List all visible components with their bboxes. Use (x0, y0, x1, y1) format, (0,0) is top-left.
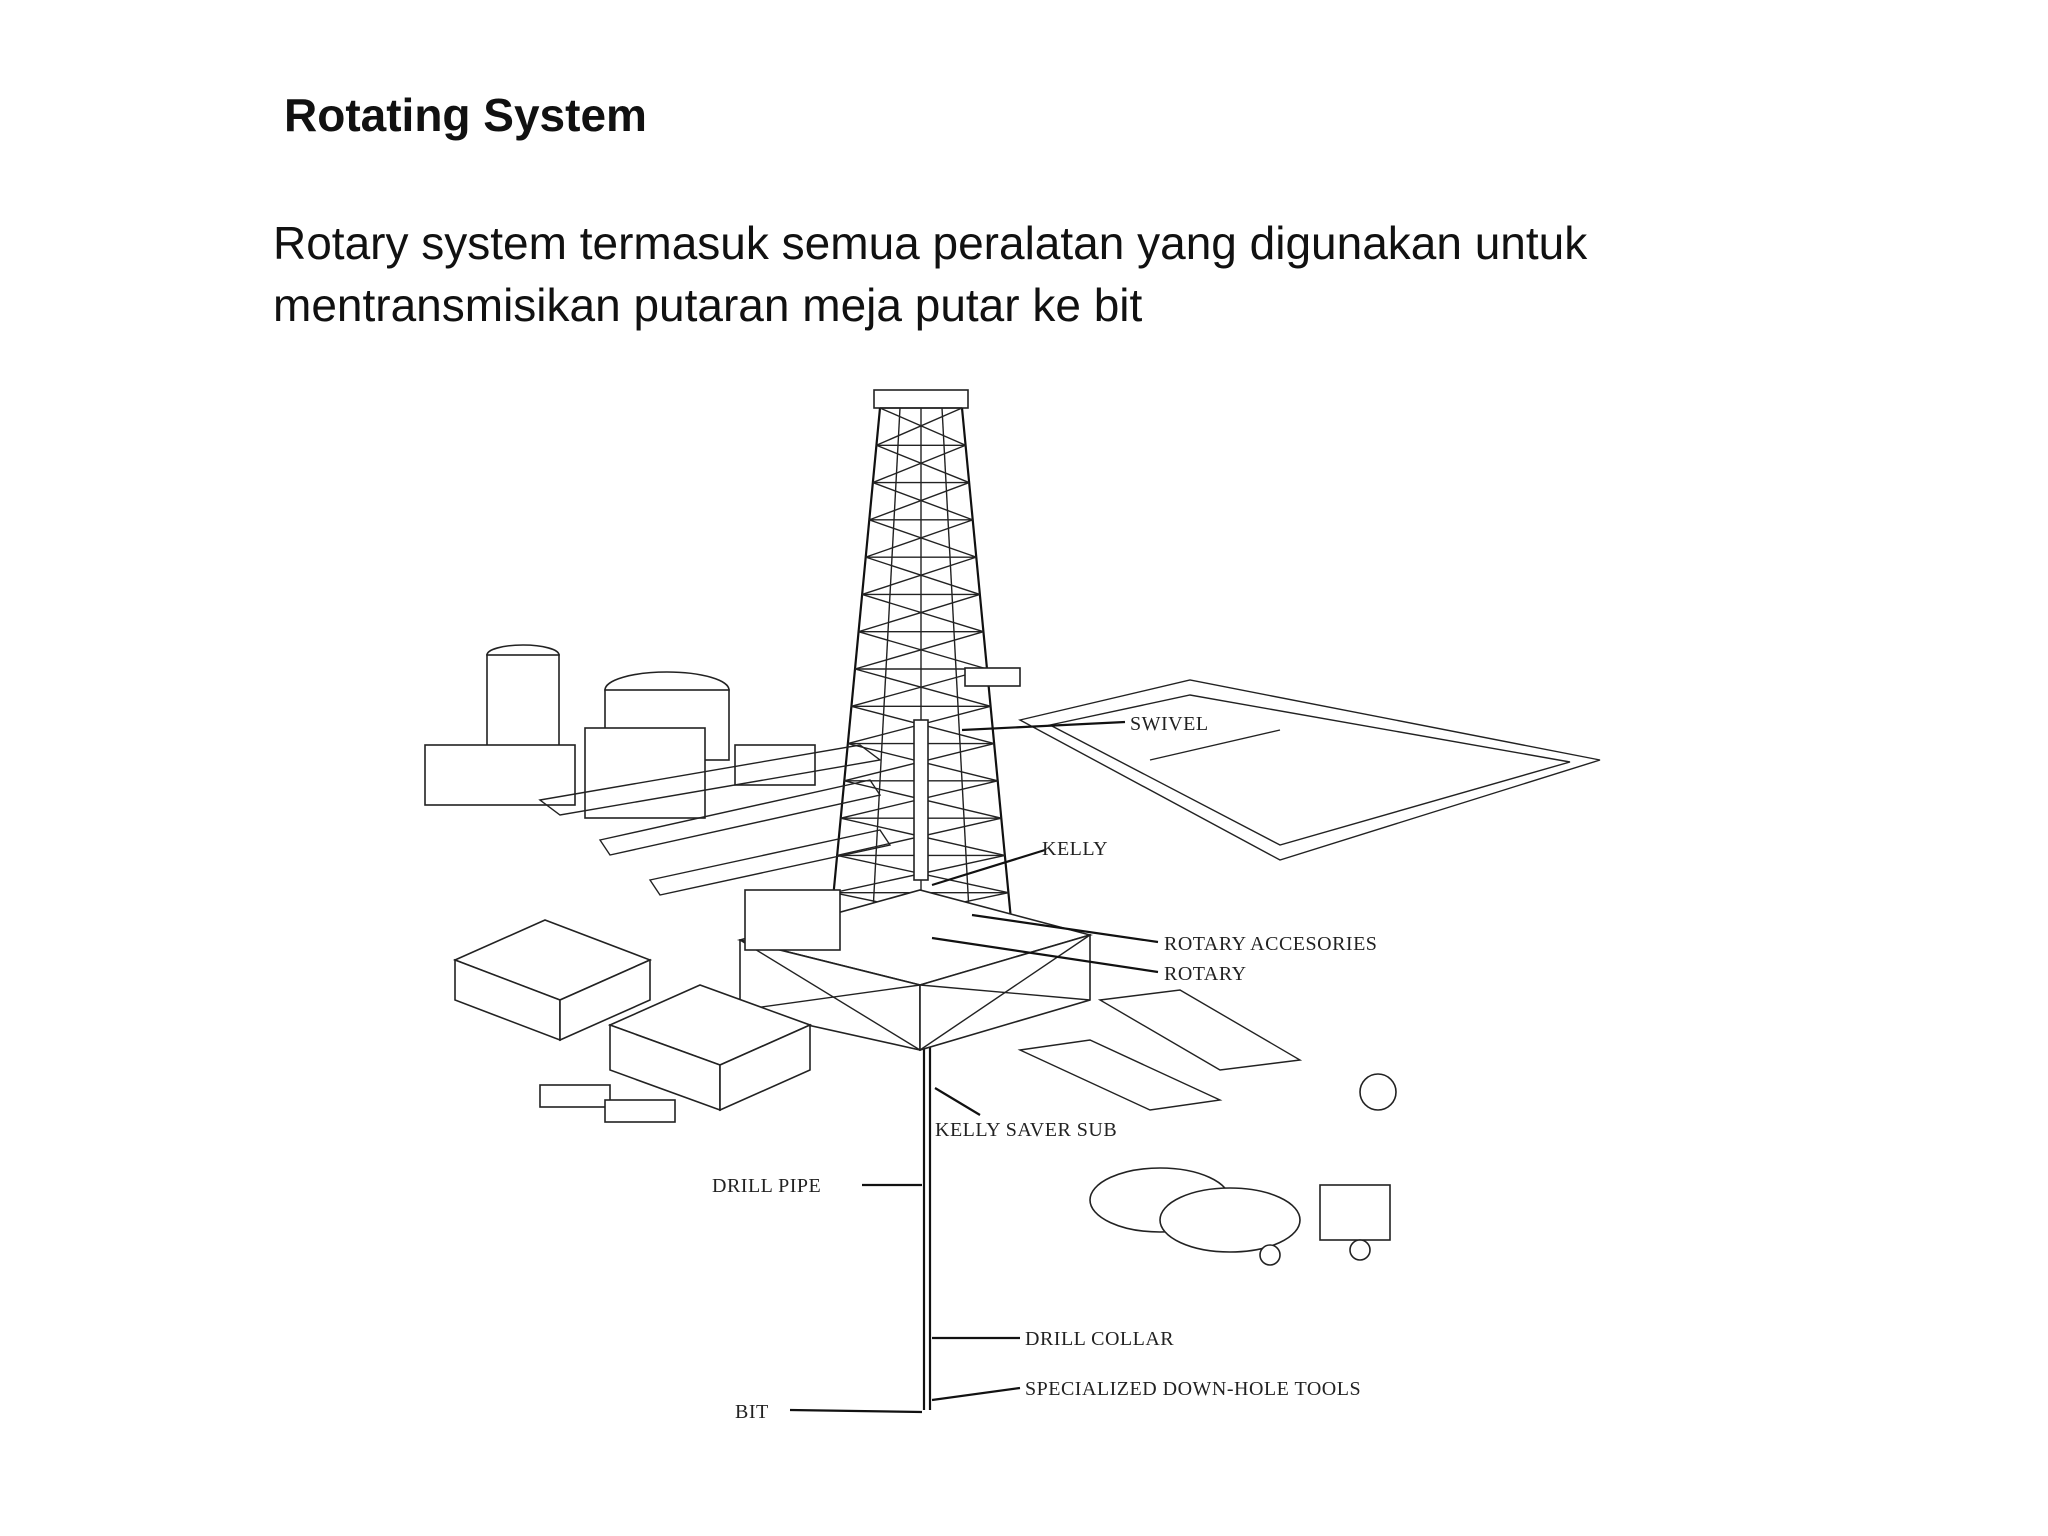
derrick-brace (865, 556, 981, 596)
storage-tanks (424, 644, 816, 819)
slide-description: Rotary system termasuk semua peralatan y… (273, 212, 1773, 336)
derrick-brace (854, 631, 984, 670)
pipe-racks (1017, 989, 1397, 1111)
down-hole-tools-leader (931, 1386, 1021, 1402)
down-hole-tools-label: SPECIALIZED DOWN-HOLE TOOLS (1025, 1378, 1361, 1400)
derrick-brace (858, 593, 981, 633)
derrick-brace (869, 481, 970, 521)
mud-pit (1018, 679, 1601, 861)
drill-string (913, 408, 932, 1410)
derrick-brace (872, 444, 966, 484)
kelly-leader (931, 848, 1046, 887)
description-line-1: Rotary system termasuk semua peralatan y… (273, 217, 1588, 269)
derrick-brace (854, 668, 991, 707)
kelly-label: KELLY (1042, 838, 1108, 860)
drill-collar-label: DRILL COLLAR (1025, 1328, 1174, 1350)
rig-substructure (736, 889, 1093, 1052)
derrick-brace (876, 407, 963, 446)
slide-title: Rotating System (284, 89, 647, 141)
derrick-brace (872, 481, 973, 521)
diagram-labels: SWIVEL KELLY ROTARY ACCESORIES ROTARY KE… (712, 713, 1377, 1423)
swivel-leader (961, 720, 1126, 732)
derrick-tower (828, 389, 1021, 931)
derrick-brace (861, 593, 984, 633)
rotary-leader (931, 936, 1159, 974)
trailers (452, 919, 813, 1123)
rotary-accessories-label: ROTARY ACCESORIES (1164, 933, 1377, 955)
rotary-label: ROTARY (1164, 963, 1247, 985)
rotary-accessories-leader (971, 913, 1159, 944)
derrick-brace (861, 556, 977, 596)
description-line-2: mentransmisikan putaran meja putar ke bi… (273, 279, 1143, 331)
derrick-brace (869, 519, 977, 558)
derrick-brace (858, 631, 988, 670)
derrick-brace (879, 407, 966, 446)
kelly-saver-sub-leader (934, 1087, 981, 1116)
bit-leader (789, 1408, 923, 1414)
swivel-label: SWIVEL (1130, 713, 1209, 735)
derrick-brace (865, 519, 973, 558)
bit-label: BIT (735, 1401, 769, 1423)
walkways (538, 744, 892, 896)
pipe-truck (1089, 1167, 1391, 1266)
kelly-saver-sub-label: KELLY SAVER SUB (935, 1119, 1117, 1141)
derrick-brace (876, 444, 970, 484)
drill-pipe-label: DRILL PIPE (712, 1175, 821, 1197)
